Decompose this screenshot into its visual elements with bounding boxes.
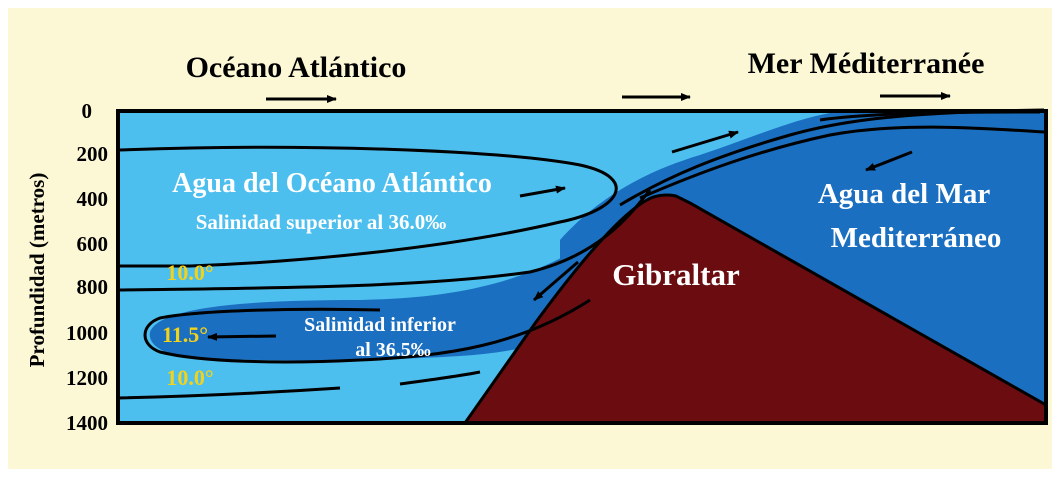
temperature-upper: 10.0° [166,260,213,285]
depth-axis: 0 200 400 600 800 1000 1200 1400 Profund… [25,99,108,435]
atlantic-title: Océano Atlántico [186,51,407,84]
strait-mid-contour [639,125,1045,200]
depth-tick: 800 [77,275,109,299]
inflow-arrow-loop [519,185,566,198]
atlantic-inflow-loop [118,145,618,268]
mediterranean-water-label-line2: Mediterráneo [831,222,1002,254]
deep-contour-1 [117,386,341,400]
mediterranean-water-label-line1: Agua del Mar [818,178,991,210]
depth-tick: 1200 [66,366,108,390]
outflow-salinity-line1: Salinidad inferior [304,314,456,336]
inflow-arrow-strait [671,130,739,154]
atlantic-inflow-lower [117,189,652,292]
mediterranean-outflow-tongue [149,235,612,361]
gibraltar-label: Gibraltar [612,257,740,292]
atlantic-salinity-label: Salinidad superior al 36.0‰ [196,210,447,234]
outflow-salinity-line2: al 36.5‰ [355,339,431,361]
mediterranean-title: Mer Méditerranée [748,47,985,80]
temperature-core: 11.5° [162,322,208,347]
flow-arrows [207,92,951,341]
deep-contour-2 [399,370,481,386]
depth-tick: 400 [77,187,109,211]
depth-tick: 1400 [66,411,108,435]
outflow-core-contour [143,298,591,364]
atlantic-water-label: Agua del Océano Atlántico [172,168,492,199]
depth-tick: 1000 [66,321,108,345]
outflow-arrow-sill [533,260,579,302]
outflow-arrow-core [207,332,277,341]
outflow-arrow-med [865,150,913,172]
temperature-lower: 10.0° [166,365,213,390]
depth-tick: 0 [82,99,93,123]
depth-tick: 200 [77,142,109,166]
depth-tick: 600 [77,232,109,256]
section-border [116,109,1048,425]
gibraltar-sill [462,193,1048,425]
depth-axis-label: Profundidad (metros) [25,173,49,368]
